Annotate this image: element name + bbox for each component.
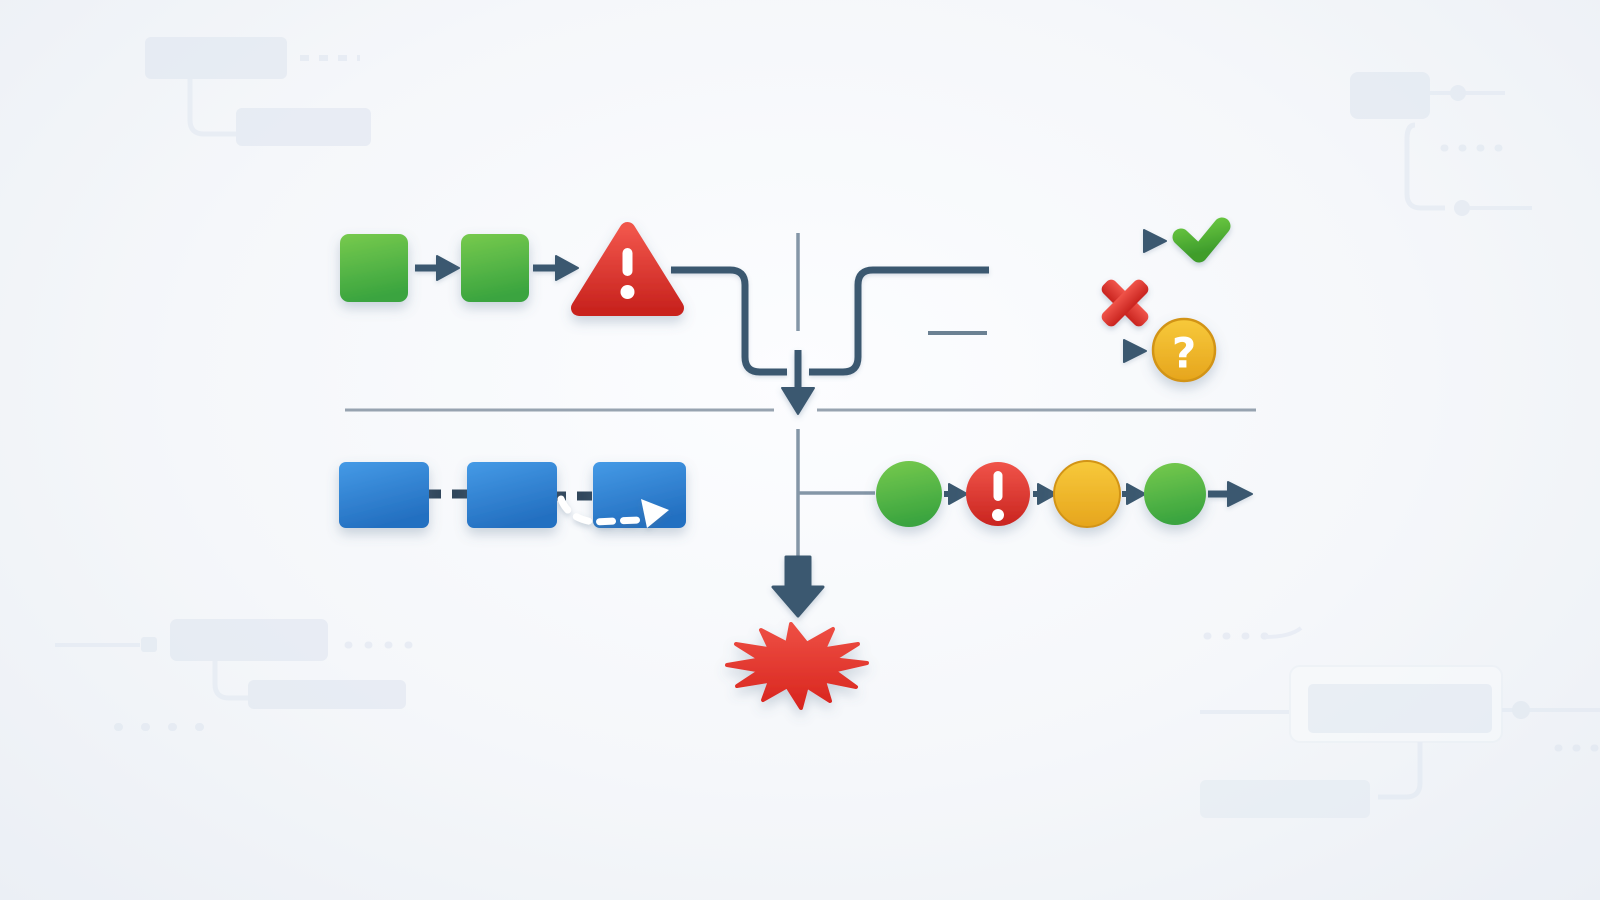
status-alert-icon xyxy=(966,462,1030,526)
status-pending xyxy=(1053,460,1121,528)
flow-arrow xyxy=(533,255,579,281)
ghost-flowchart-background xyxy=(55,37,1600,818)
arrowhead-icon xyxy=(781,387,815,415)
arrowhead-icon xyxy=(1123,339,1147,363)
status-ok-2 xyxy=(1144,463,1206,525)
thick-down-arrow xyxy=(771,555,825,618)
center-junction xyxy=(771,350,825,618)
arrowhead-icon xyxy=(1143,229,1167,253)
question-circle-icon: ? xyxy=(1151,317,1217,383)
ghost-node xyxy=(248,680,406,709)
elbow-right-connector xyxy=(809,266,989,376)
ghost-connector xyxy=(212,661,248,701)
flow-arrow xyxy=(1208,481,1253,507)
arrowhead-icon xyxy=(948,483,968,505)
task-node-2 xyxy=(467,462,557,528)
down-arrow xyxy=(781,350,815,415)
exclamation-bar xyxy=(622,248,633,276)
top-process-row xyxy=(340,222,684,316)
success-check-icon xyxy=(1172,217,1231,263)
arrowhead-icon xyxy=(1126,483,1146,505)
branch-outcomes: ? xyxy=(1101,217,1231,383)
question-glyph: ? xyxy=(1172,329,1196,378)
explosion-burst-icon xyxy=(725,622,869,710)
flow-arrow xyxy=(1033,483,1057,505)
skip-dashed-arrow xyxy=(557,495,669,528)
ghost-card xyxy=(1289,665,1503,743)
ghost-connector xyxy=(187,79,236,137)
flow-arrow xyxy=(944,483,968,505)
ghost-connector xyxy=(1264,626,1303,639)
ghost-node xyxy=(170,619,328,661)
ghost-node xyxy=(236,108,371,146)
ghost-node-dot xyxy=(1512,701,1530,719)
flow-arrow xyxy=(1122,483,1146,505)
failure-x-icon xyxy=(1101,279,1149,327)
process-step-1 xyxy=(340,234,408,302)
exclamation-bar xyxy=(993,471,1003,501)
ghost-node-dot xyxy=(1450,85,1466,101)
exclamation-dot xyxy=(992,509,1004,521)
status-circle-row xyxy=(876,460,1253,528)
arrowhead-icon xyxy=(1227,481,1253,507)
ghost-connector xyxy=(1378,742,1423,800)
ghost-node xyxy=(145,37,287,79)
ghost-node xyxy=(1350,72,1430,119)
bottom-task-row xyxy=(339,462,686,528)
ghost-connector xyxy=(1404,122,1445,211)
warning-triangle-icon xyxy=(571,222,684,316)
arrowhead-icon xyxy=(436,255,460,281)
elbow-left-connector xyxy=(671,266,787,376)
flow-arrow xyxy=(415,255,460,281)
ghost-node xyxy=(1200,780,1370,818)
flow-connectors xyxy=(345,233,1256,556)
arrowhead-icon xyxy=(555,255,579,281)
arrowhead-icon xyxy=(1037,483,1057,505)
arrowhead-icon xyxy=(641,499,669,528)
ghost-node-dot xyxy=(1454,200,1470,216)
task-node-1 xyxy=(339,462,429,528)
process-step-2 xyxy=(461,234,529,302)
exclamation-dot xyxy=(620,285,635,299)
ghost-node xyxy=(1308,684,1492,733)
status-ok-1 xyxy=(876,461,942,527)
ghost-node-dot xyxy=(141,637,157,652)
